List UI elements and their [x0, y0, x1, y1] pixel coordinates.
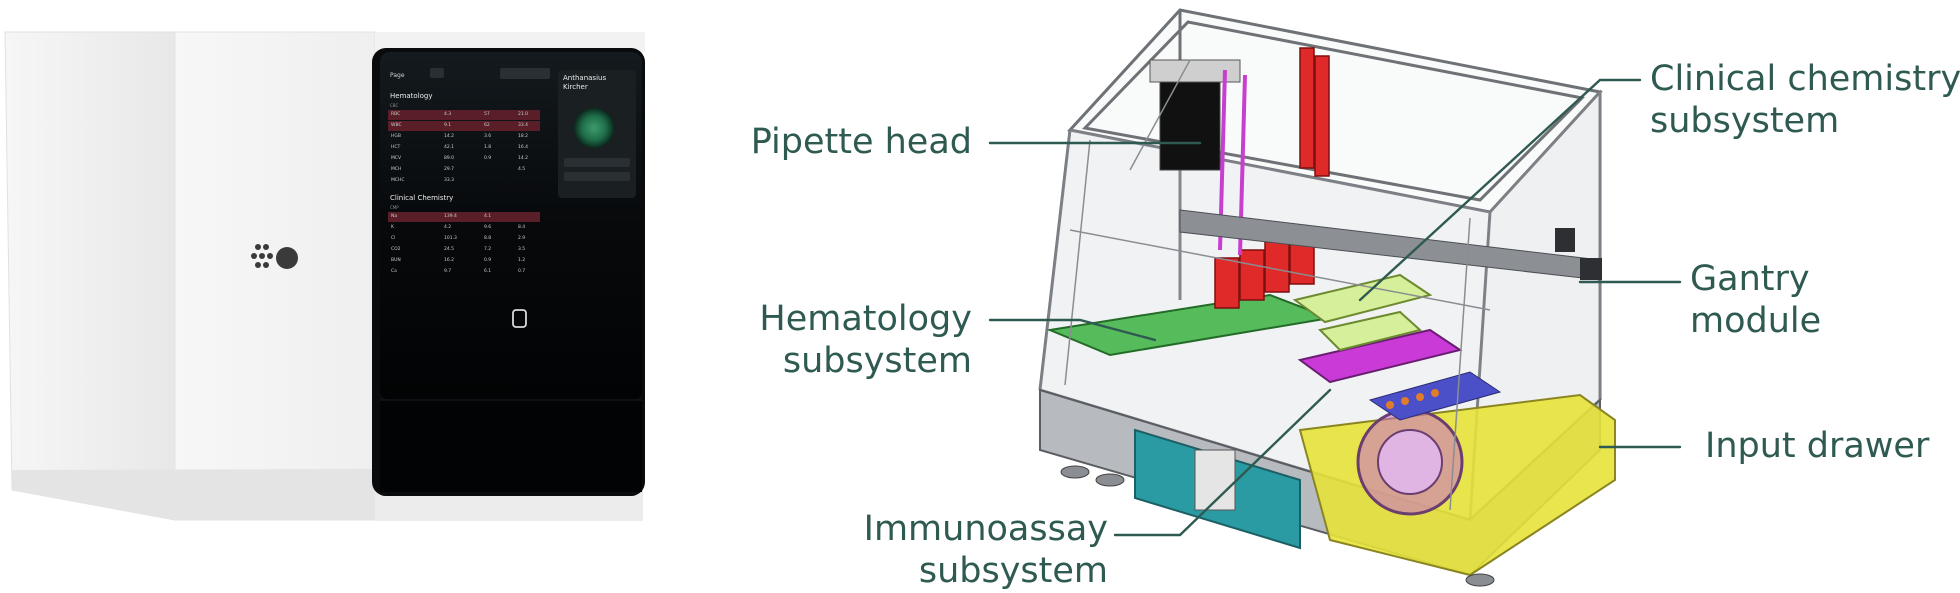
screen-table-row: MCHC 33.3 — [388, 176, 540, 186]
patient-name-line2: Kircher — [563, 83, 588, 91]
screen-table-cell: 7.2 — [484, 247, 492, 252]
screen-table-cell: BUN — [391, 258, 401, 263]
screen-table-cell: 1.8 — [484, 145, 492, 150]
screen-table-cell: 4.1 — [484, 214, 492, 219]
screen-table-cell: 4.2 — [444, 225, 452, 230]
screen-table-cell: 14.2 — [518, 156, 529, 161]
screen-table-row: RBC 4.3 57 21.0 — [388, 110, 540, 120]
label-gantry-module: Gantry module — [1690, 259, 1822, 341]
screen-table-cell: Ca — [391, 269, 397, 274]
screen-table-cell: 21.0 — [518, 112, 529, 117]
label-hematology-subsystem: Hematology subsystem — [759, 299, 972, 381]
leader-chemistry — [1358, 78, 1642, 302]
screen-chemistry-sub: CMP — [390, 205, 399, 210]
leader-immunoassay — [1113, 388, 1332, 537]
screen-page-label: Page — [390, 72, 405, 79]
screen-table-row: BUN 16.2 0.9 1.2 — [388, 256, 540, 266]
screen-table-cell: MCH — [391, 167, 402, 172]
screen-table-cell: WBC — [391, 123, 402, 128]
screen-table-cell: 0.9 — [484, 156, 492, 161]
screen-table-cell: CO2 — [391, 247, 401, 252]
gantry-clips — [1555, 228, 1602, 280]
screen-table-row: Na 139.4 4.1 — [388, 212, 540, 222]
screen-table-cell: HGB — [391, 134, 401, 139]
screen-table-cell: MCV — [391, 156, 402, 161]
screen-table-cell: 8.8 — [484, 236, 492, 241]
screen-table-cell: 29.7 — [444, 167, 455, 172]
screen-side-button-1[interactable] — [564, 158, 630, 167]
screen-table-cell: MCHC — [391, 178, 405, 183]
screen-table-cell: 18.2 — [518, 134, 529, 139]
screen-table-cell: 24.5 — [444, 247, 455, 252]
screen-table-cell: 57 — [484, 112, 490, 117]
screen-section-hematology: Hematology — [390, 92, 433, 100]
screen-table-row: HCT 42.1 1.8 16.4 — [388, 143, 540, 153]
screen-table-cell: 42.1 — [444, 145, 455, 150]
screen-table-cell: 8.4 — [518, 225, 526, 230]
label-clinical-chemistry-subsystem: Clinical chemistry subsystem — [1650, 59, 1960, 141]
screen-table-row: MCH 29.7 4.5 — [388, 165, 540, 175]
screen-table-cell: K — [391, 225, 394, 230]
screen-table-row: Ca 9.7 6.1 0.7 — [388, 267, 540, 277]
screen-table-cell: Cl — [391, 236, 396, 241]
screen-table-cell: 1.2 — [518, 258, 526, 263]
screen-table-row: Cl 101.3 8.8 2.9 — [388, 234, 540, 244]
screen-table-cell: 9.6 — [484, 225, 492, 230]
screen-top-button[interactable] — [500, 68, 550, 79]
magenta-plate — [1297, 328, 1463, 384]
screen-table-cell: 14.2 — [444, 134, 455, 139]
patient-name-line1: Anthanasius — [563, 74, 607, 82]
screen-table-cell: 33.4 — [518, 123, 529, 128]
screen-table-cell: HCT — [391, 145, 401, 150]
screen-hematology-sub: CBC — [390, 103, 399, 108]
screen-table-cell: 101.3 — [444, 236, 457, 241]
screen-table-cell: 3.5 — [518, 247, 526, 252]
screen-table-cell: 16.2 — [444, 258, 455, 263]
leader-hematology — [988, 318, 1157, 342]
screen-table-row: HGB 14.2 3.6 18.2 — [388, 132, 540, 142]
screen-table-cell: 62 — [484, 123, 490, 128]
screen-table-cell: 6.1 — [484, 269, 492, 274]
screen-table-cell: 9.7 — [444, 269, 452, 274]
screen-table-cell: 2.9 — [518, 236, 526, 241]
label-input-drawer: Input drawer — [1705, 426, 1930, 466]
screen-table-cell: RBC — [391, 112, 401, 117]
analyzer-device — [4, 31, 645, 521]
screen-table-cell: 3.6 — [484, 134, 492, 139]
label-immunoassay-subsystem: Immunoassay subsystem — [863, 509, 1108, 591]
screen-table-cell: 4.3 — [444, 112, 452, 117]
screen-table-cell: 139.4 — [444, 214, 457, 219]
screen-page-field[interactable] — [430, 68, 444, 78]
screen-status-orb-icon — [574, 108, 614, 148]
home-button-icon[interactable] — [512, 309, 527, 328]
screen-table-cell: 9.1 — [444, 123, 452, 128]
screen-table-cell: 0.9 — [484, 258, 492, 263]
screen-side-button-2[interactable] — [564, 172, 630, 181]
screen-table-row: WBC 9.1 62 33.4 — [388, 121, 540, 131]
device-logo-icon — [251, 244, 298, 269]
screen-table-cell: Na — [391, 214, 398, 219]
pipette-housing — [1159, 79, 1221, 171]
screen-table-cell: 4.5 — [518, 167, 526, 172]
screen-table-row: MCV 89.0 0.9 14.2 — [388, 154, 540, 164]
screen-table-cell: 33.3 — [444, 178, 455, 183]
label-pipette-head: Pipette head — [750, 122, 972, 162]
screen-table-row: K 4.2 9.6 8.4 — [388, 223, 540, 233]
screen-patient-name: Anthanasius Kircher — [563, 74, 606, 92]
screen-table-cell: 16.4 — [518, 145, 529, 150]
screen-table-cell: 89.0 — [444, 156, 455, 161]
screen-table-cell: 0.7 — [518, 269, 526, 274]
screen-section-chemistry: Clinical Chemistry — [390, 194, 454, 202]
screen-table-row: CO2 24.5 7.2 3.5 — [388, 245, 540, 255]
